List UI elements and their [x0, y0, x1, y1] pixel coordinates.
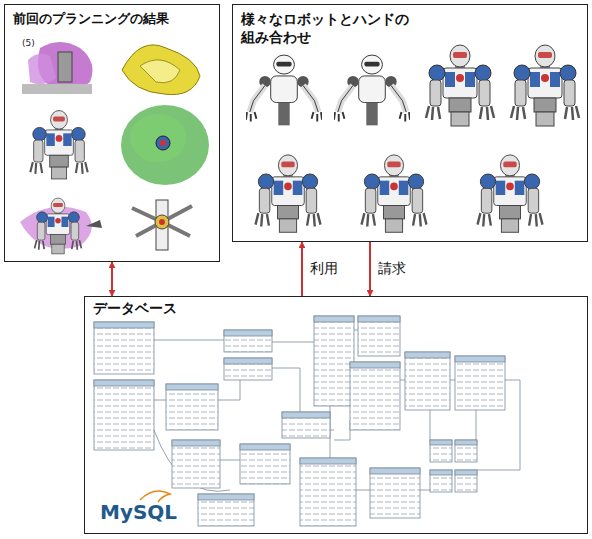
panel-title: データベース	[93, 300, 177, 318]
arrow-connector	[111, 262, 113, 296]
arrow-connector	[369, 242, 371, 296]
panel-box: データベース	[84, 296, 588, 534]
er-diagram	[94, 316, 520, 526]
planning-results	[20, 42, 209, 254]
panel-box: 様々なロボットとハンドの組み合わせ	[232, 4, 588, 242]
edge-label: 利用	[308, 260, 340, 278]
callout-number: (5)	[22, 38, 35, 48]
panel-box: 前回のプランニングの結果	[4, 4, 220, 262]
logo-text: MySQL	[100, 500, 177, 524]
panel-title: 様々なロボットとハンドの組み合わせ	[241, 11, 421, 46]
arrow-connector	[301, 242, 303, 296]
robot-hand-combinations	[246, 45, 579, 232]
edge-label: 請求	[376, 260, 408, 278]
panel-title: 前回のプランニングの結果	[13, 11, 169, 27]
